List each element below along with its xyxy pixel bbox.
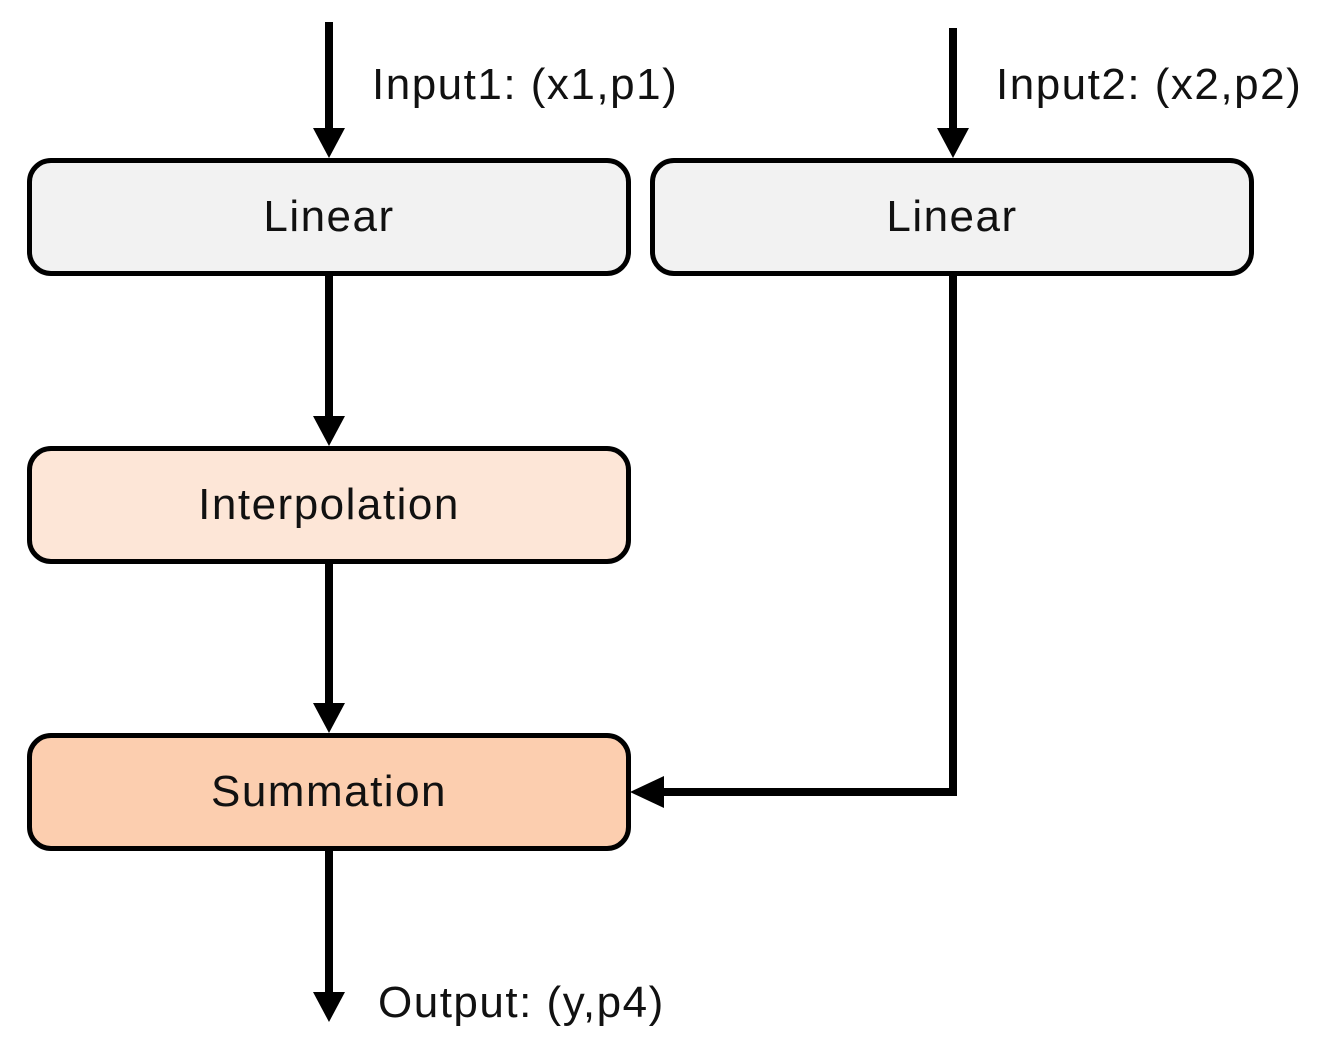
input1-label: Input1: (x1,p1) xyxy=(372,60,679,109)
linear-left-node: Linear xyxy=(27,158,631,276)
summation-node: Summation xyxy=(27,733,631,851)
arrowhead-output xyxy=(313,992,345,1022)
arrowhead-summation-top xyxy=(313,703,345,733)
arrowhead-summation-right xyxy=(630,776,664,808)
arrowhead-linear-left xyxy=(313,128,345,158)
output-label: Output: (y,p4) xyxy=(378,978,665,1027)
input2-label: Input2: (x2,p2) xyxy=(996,60,1303,109)
linear-right-node: Linear xyxy=(650,158,1254,276)
interpolation-label: Interpolation xyxy=(198,480,460,529)
linear-right-label: Linear xyxy=(886,192,1018,241)
arrowhead-interpolation xyxy=(313,416,345,446)
linear-left-label: Linear xyxy=(263,192,395,241)
interpolation-node: Interpolation xyxy=(27,446,631,564)
edge-linear-right-to-summation xyxy=(660,272,957,796)
arrowhead-linear-right xyxy=(937,128,969,158)
summation-label: Summation xyxy=(210,767,448,816)
